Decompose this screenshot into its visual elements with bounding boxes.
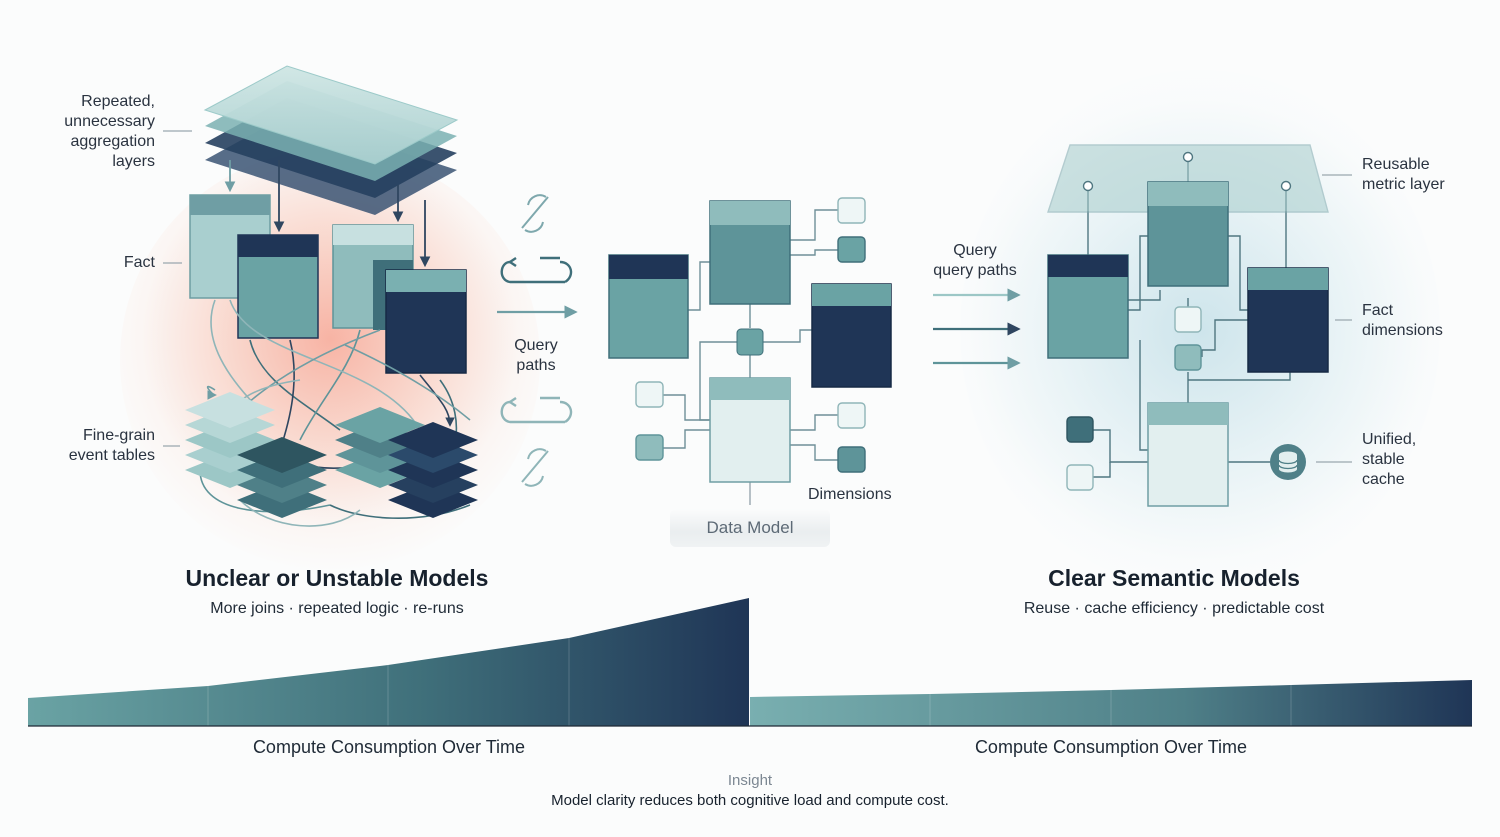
aggregation-layers-label: Repeated, unnecessary aggregation layers bbox=[64, 93, 155, 170]
semantic-models-title: Clear Semantic Models bbox=[1048, 565, 1300, 591]
metric-layer-label: Reusable metric layer bbox=[1362, 156, 1445, 193]
semantic-table-top bbox=[1147, 181, 1229, 287]
semantic-dimension-nodes bbox=[1066, 306, 1202, 491]
event-stack-3 bbox=[335, 407, 425, 488]
fact-label: Fact bbox=[123, 254, 155, 271]
dm-join-node bbox=[736, 328, 764, 356]
dm-dimension-nodes bbox=[635, 197, 866, 473]
right-query-paths-label: Query query paths bbox=[933, 242, 1017, 279]
compute-bar-left-segments bbox=[207, 638, 570, 726]
compute-bar-right bbox=[750, 680, 1472, 726]
middle-connectors bbox=[663, 209, 838, 505]
fact-table-3 bbox=[237, 234, 319, 339]
data-model-caption: Data Model bbox=[670, 509, 830, 547]
dm-table-left bbox=[608, 254, 689, 359]
fact-table-4 bbox=[373, 260, 467, 374]
dm-table-top bbox=[709, 200, 791, 305]
aggregation-layer-stack bbox=[203, 65, 459, 215]
unstable-models-subtitle: More joins · repeated logic · re-runs bbox=[210, 600, 464, 617]
event-tables-label: Fine-grain event tables bbox=[68, 427, 155, 464]
query-arrows-right bbox=[933, 288, 1021, 370]
semantic-models-subtitle: Reuse · cache efficiency · predictable c… bbox=[1023, 600, 1325, 617]
event-stack-4 bbox=[388, 422, 478, 518]
compute-right-label: Compute Consumption Over Time bbox=[974, 737, 1248, 757]
broken-link-icon bbox=[521, 194, 549, 233]
insight-kicker: Insight bbox=[727, 772, 773, 789]
fact-dimensions-label: Fact dimensions bbox=[1362, 302, 1443, 339]
query-paths-label: Query paths bbox=[514, 337, 558, 374]
database-icon bbox=[1270, 444, 1306, 480]
cycle-arrow-icon bbox=[500, 256, 573, 284]
cache-label: Unified, stable cache bbox=[1362, 431, 1417, 488]
event-stack-2 bbox=[237, 437, 327, 518]
insight-text: Model clarity reduces both cognitive loa… bbox=[551, 792, 949, 809]
dm-table-right bbox=[811, 283, 892, 388]
dimensions-label: Dimensions bbox=[808, 486, 892, 503]
semantic-connectors bbox=[1087, 158, 1291, 478]
semantic-table-right bbox=[1247, 267, 1329, 373]
compute-bar-right-segments bbox=[929, 685, 1292, 726]
unstable-models-title: Unclear or Unstable Models bbox=[185, 565, 489, 591]
dm-table-bottom bbox=[709, 377, 791, 483]
compute-left-label: Compute Consumption Over Time bbox=[252, 737, 526, 757]
cycle-arrow-icon bbox=[500, 396, 573, 424]
compute-bar-left bbox=[28, 598, 749, 726]
broken-link-icon bbox=[521, 448, 549, 487]
aggregation-arrows bbox=[224, 160, 431, 268]
semantic-table-bottom bbox=[1147, 402, 1229, 507]
semantic-table-left bbox=[1047, 254, 1129, 359]
